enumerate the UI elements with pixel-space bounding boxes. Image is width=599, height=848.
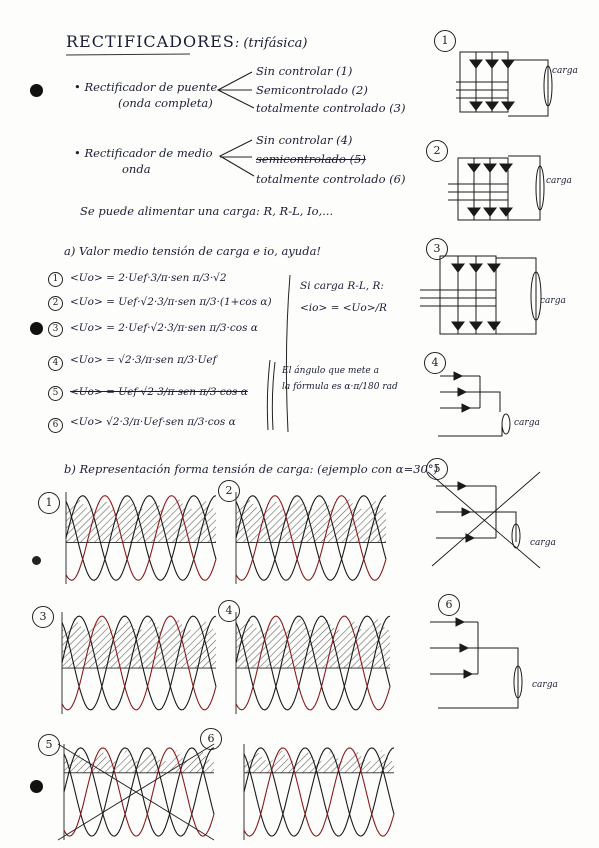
plot-number: 4 (218, 600, 240, 622)
bridge-type-2: Semicontrolado (2) (256, 83, 368, 97)
waveform-plot (57, 743, 215, 841)
side-note-2: <io> = <Uo>/R (300, 302, 387, 314)
formula-number: 5 (48, 386, 63, 401)
section-b-heading: b) Representación forma tensión de carga… (64, 462, 439, 476)
formula-1: <Uo> = 2·Uef·3/π·sen π/3·√2 (70, 272, 227, 284)
phase-sinusoid (235, 615, 391, 711)
plot-number: 2 (218, 480, 240, 502)
formula-5: <Uo> = Uef·√2·3/π·sen π/3·cos α (70, 386, 248, 398)
circuit-6-halfwave (430, 617, 523, 709)
half-type-3: totalmente controlado (6) (256, 172, 406, 186)
plot-number: 1 (38, 492, 60, 514)
plot-number: 3 (32, 606, 54, 628)
half-type-1: Sin controlar (4) (256, 133, 353, 147)
circuit-number: 3 (426, 238, 448, 260)
phase-sinusoid (63, 747, 215, 837)
phase-sinusoid (235, 615, 391, 711)
page-title: RECTIFICADORES: (trifásica) (66, 32, 308, 51)
load-label: carga (514, 418, 540, 428)
circuit-2-bridge (448, 155, 545, 221)
phase-sinusoid (61, 615, 217, 711)
circuit-number: 4 (424, 352, 446, 374)
phase-sinusoid (235, 615, 391, 711)
waveform-plot (243, 744, 395, 840)
waveform-plot (65, 492, 217, 584)
phase-sinusoid (65, 495, 217, 581)
formula-4: <Uo> = √2·3/π·sen π/3·Uef (70, 354, 217, 366)
formula-2: <Uo> = Uef·√2·3/π·sen π/3·(1+cos α) (70, 296, 272, 308)
phase-sinusoid (61, 615, 217, 711)
phase-sinusoid (235, 495, 387, 581)
punch-hole (30, 780, 43, 793)
cross-out-mark (57, 743, 215, 841)
half-label: • Rectificador de medio (74, 146, 213, 160)
phase-sinusoid (63, 747, 215, 837)
half-type-2: semicontrolado (5) (256, 152, 366, 166)
phase-sinusoid (63, 747, 215, 837)
formula-number: 4 (48, 356, 63, 371)
circuit-5-halfwave (427, 471, 541, 569)
waveform-plot (235, 492, 387, 584)
phase-sinusoid (243, 747, 395, 837)
bridge-type-3: totalmente controlado (3) (256, 101, 406, 115)
phase-sinusoid (243, 747, 395, 837)
circuit-1-bridge (456, 51, 553, 117)
side-note-3: El ángulo que mete a (282, 366, 379, 376)
circuit-number: 1 (434, 30, 456, 52)
formula-number: 6 (48, 418, 63, 433)
side-note-4: la fórmula es α·π/180 rad (282, 382, 398, 392)
formula-6: <Uo> √2·3/π·Uef·sen π/3·cos α (70, 416, 236, 428)
formula-number: 1 (48, 272, 63, 287)
punch-hole (32, 556, 41, 565)
circuit-4-halfwave (438, 371, 511, 437)
phase-sinusoid (235, 495, 387, 581)
section-a-heading: a) Valor medio tensión de carga e io, ay… (64, 244, 322, 258)
load-label: carga (532, 680, 558, 690)
phase-sinusoid (65, 495, 217, 581)
load-label: carga (530, 538, 556, 548)
circuit-number: 6 (438, 594, 460, 616)
load-label: carga (552, 66, 578, 76)
phase-sinusoid (235, 495, 387, 581)
punch-hole (30, 322, 43, 335)
load-label: carga (546, 176, 572, 186)
formula-number: 3 (48, 322, 63, 337)
phase-sinusoid (61, 615, 217, 711)
bridge-type-1: Sin controlar (1) (256, 64, 353, 78)
punch-hole (30, 84, 43, 97)
half-sub: onda (122, 162, 151, 176)
side-note-1: Si carga R-L, R: (300, 280, 384, 292)
circuit-3-bridge (420, 255, 542, 335)
bridge-label: • Rectificador de puente (74, 80, 218, 94)
bridge-sub: (onda completa) (118, 96, 213, 110)
formula-3: <Uo> = 2·Uef·√2·3/π·sen π/3·cos α (70, 322, 258, 334)
load-note: Se puede alimentar una carga: R, R-L, Io… (80, 204, 334, 218)
formula-number: 2 (48, 296, 63, 311)
load-label: carga (540, 296, 566, 306)
waveform-plot (61, 612, 217, 714)
circuit-number: 2 (426, 140, 448, 162)
waveform-plot (235, 612, 391, 714)
phase-sinusoid (65, 495, 217, 581)
phase-sinusoid (243, 747, 395, 837)
